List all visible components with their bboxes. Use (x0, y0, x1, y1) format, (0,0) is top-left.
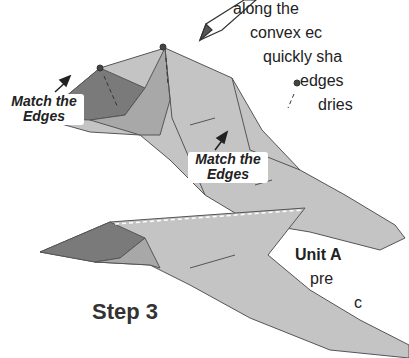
note-text: pre (308, 270, 335, 288)
lower-fin-light (95, 238, 160, 268)
lower-piece (40, 208, 409, 358)
fold-line (190, 255, 235, 268)
fold-line (190, 118, 215, 125)
callout-text: Match the Edges (188, 152, 268, 183)
step-heading: Step 3 (92, 300, 158, 324)
note-text: convex ec (250, 24, 322, 42)
callout-text: Match the Edges (4, 94, 84, 125)
lower-body (40, 208, 409, 358)
upper-fin-light (90, 48, 170, 135)
note-text: dries (318, 96, 353, 114)
note-text: quickly sha (263, 48, 342, 66)
dashed-fold (115, 210, 303, 224)
note-text: c (352, 294, 364, 312)
unit-label: Unit A (293, 246, 344, 264)
note-text: edges (300, 72, 344, 90)
note-text: along the (233, 0, 299, 18)
